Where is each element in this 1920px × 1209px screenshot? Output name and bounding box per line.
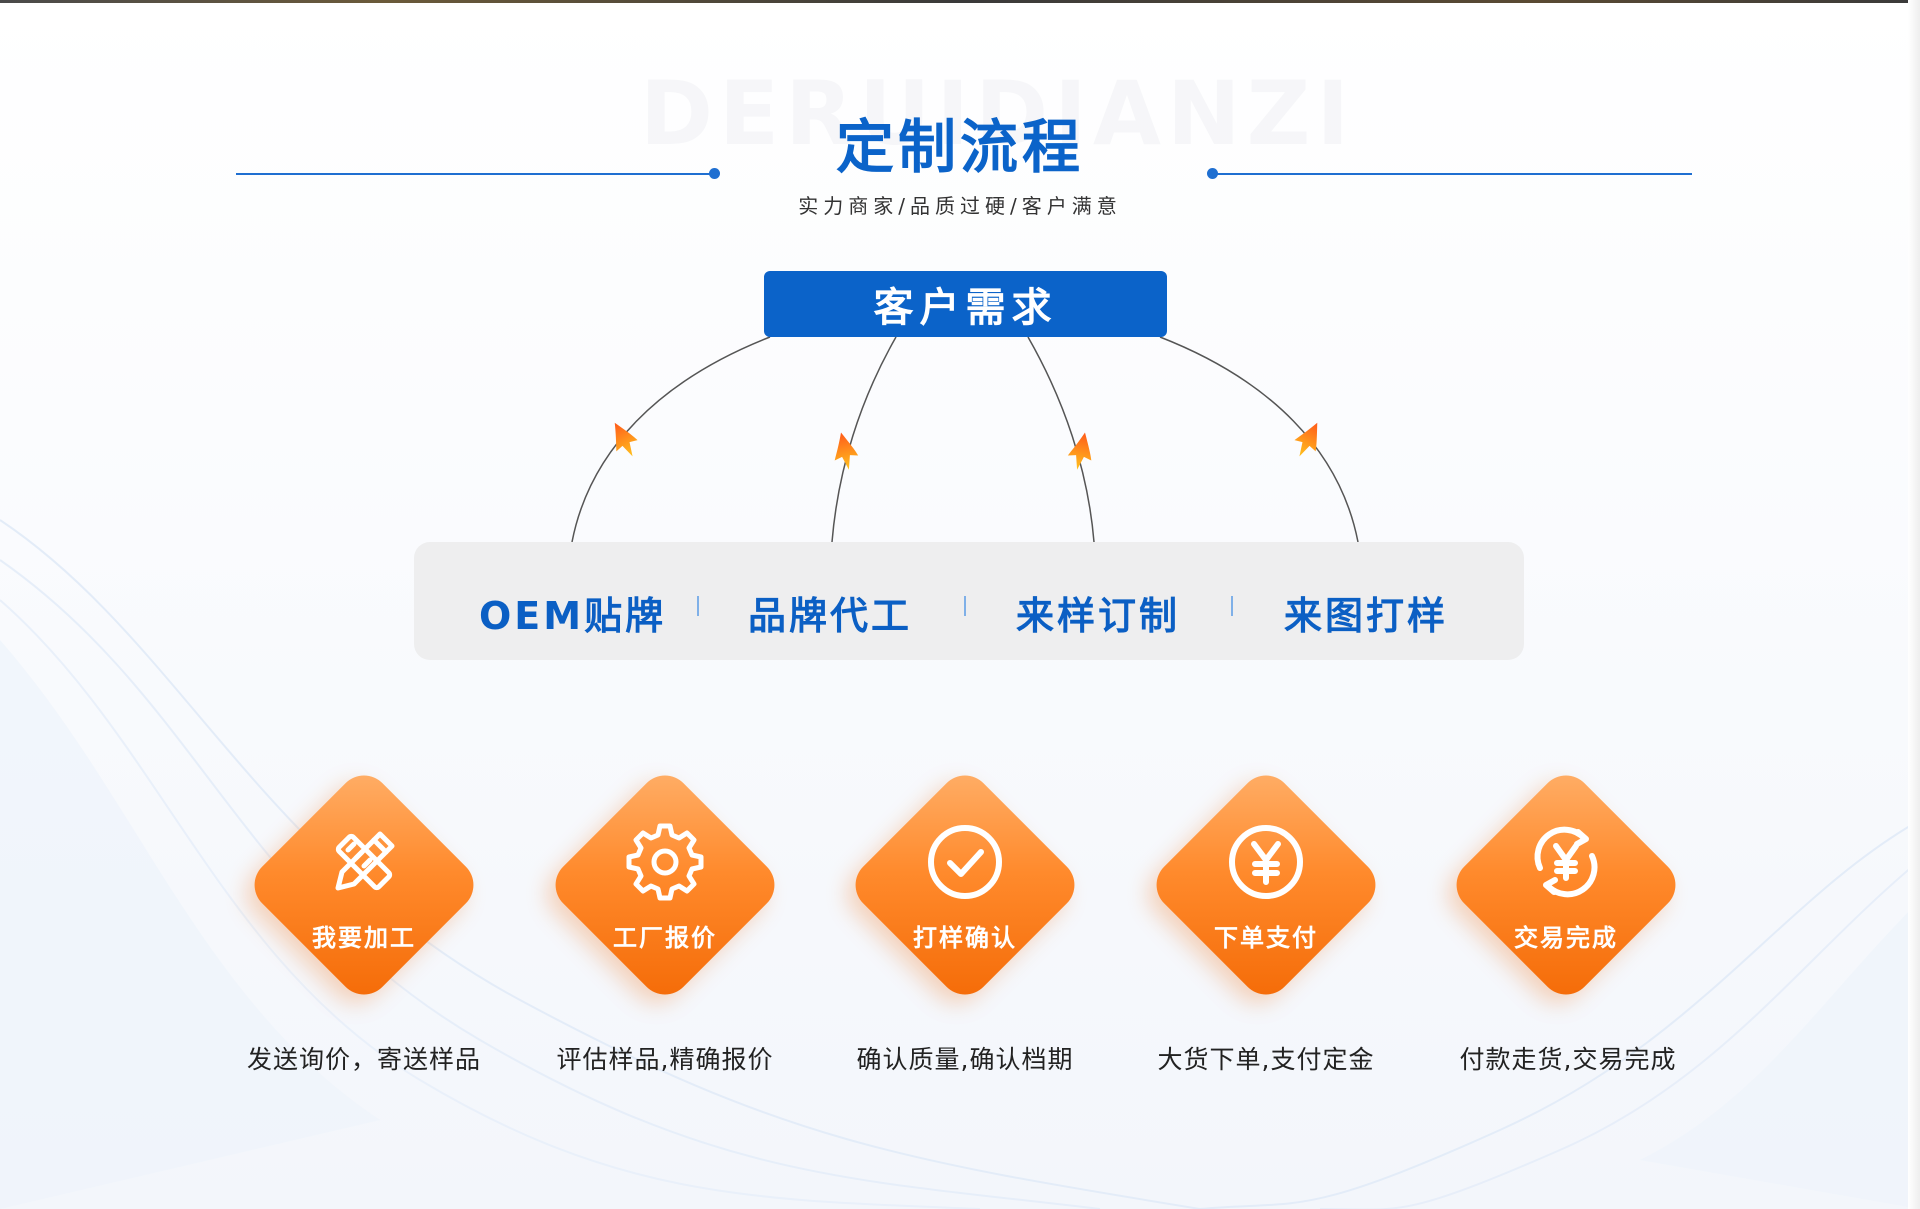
check-circle-icon <box>928 825 1002 899</box>
service-oem: OEM贴牌 <box>479 594 667 638</box>
title-divider-dot-right <box>1207 168 1218 179</box>
customer-needs-box: 客户需求 <box>764 271 1167 337</box>
title-divider-dot-left <box>709 168 720 179</box>
arc-sample <box>1027 336 1095 543</box>
service-separator <box>964 596 966 616</box>
step-label: 我要加工 <box>312 924 416 952</box>
arrow-icon <box>614 422 638 457</box>
step-label: 交易完成 <box>1514 924 1618 952</box>
step-description: 发送询价，寄送样品 <box>246 1045 481 1074</box>
yen-coin-icon <box>1229 825 1303 899</box>
step-label: 工厂报价 <box>613 924 717 952</box>
services-panel <box>414 542 1524 660</box>
step-label: 下单支付 <box>1214 924 1318 952</box>
step-description: 确认质量,确认档期 <box>856 1045 1074 1074</box>
pencil-ruler-icon <box>335 831 395 891</box>
step-4: 下单支付 <box>1141 760 1391 1010</box>
step-5: 交易完成 <box>1441 760 1691 1010</box>
arrow-icon <box>834 432 859 470</box>
right-edge <box>1908 0 1920 1209</box>
service-separator <box>1231 596 1233 616</box>
step-description: 大货下单,支付定金 <box>1157 1045 1375 1074</box>
service-brand-oem: 品牌代工 <box>748 594 913 638</box>
page-title: 定制流程 <box>835 113 1084 181</box>
page-subtitle: 实力商家/品质过硬/客户满意 <box>798 194 1122 218</box>
gear-icon <box>626 823 704 901</box>
arc-drawing <box>1159 336 1359 543</box>
step-2: 工厂报价 <box>540 760 790 1010</box>
top-border <box>0 0 1920 3</box>
service-separator <box>697 596 699 616</box>
title-divider-left <box>236 173 714 175</box>
yen-refresh-icon <box>1534 826 1598 898</box>
service-drawing-sample: 来图打样 <box>1284 594 1449 638</box>
step-1: 我要加工 <box>239 760 489 1010</box>
arc-brand <box>831 336 897 543</box>
title-divider-right <box>1212 173 1692 175</box>
step-3: 打样确认 <box>840 760 1090 1010</box>
arrow-icon <box>1067 432 1092 470</box>
step-description: 评估样品,精确报价 <box>556 1045 774 1074</box>
step-description: 付款走货,交易完成 <box>1459 1045 1677 1074</box>
service-sample-custom: 来样订制 <box>1016 594 1181 638</box>
arc-oem <box>571 336 771 543</box>
step-label: 打样确认 <box>913 924 1017 952</box>
arrow-icon <box>1294 422 1318 457</box>
